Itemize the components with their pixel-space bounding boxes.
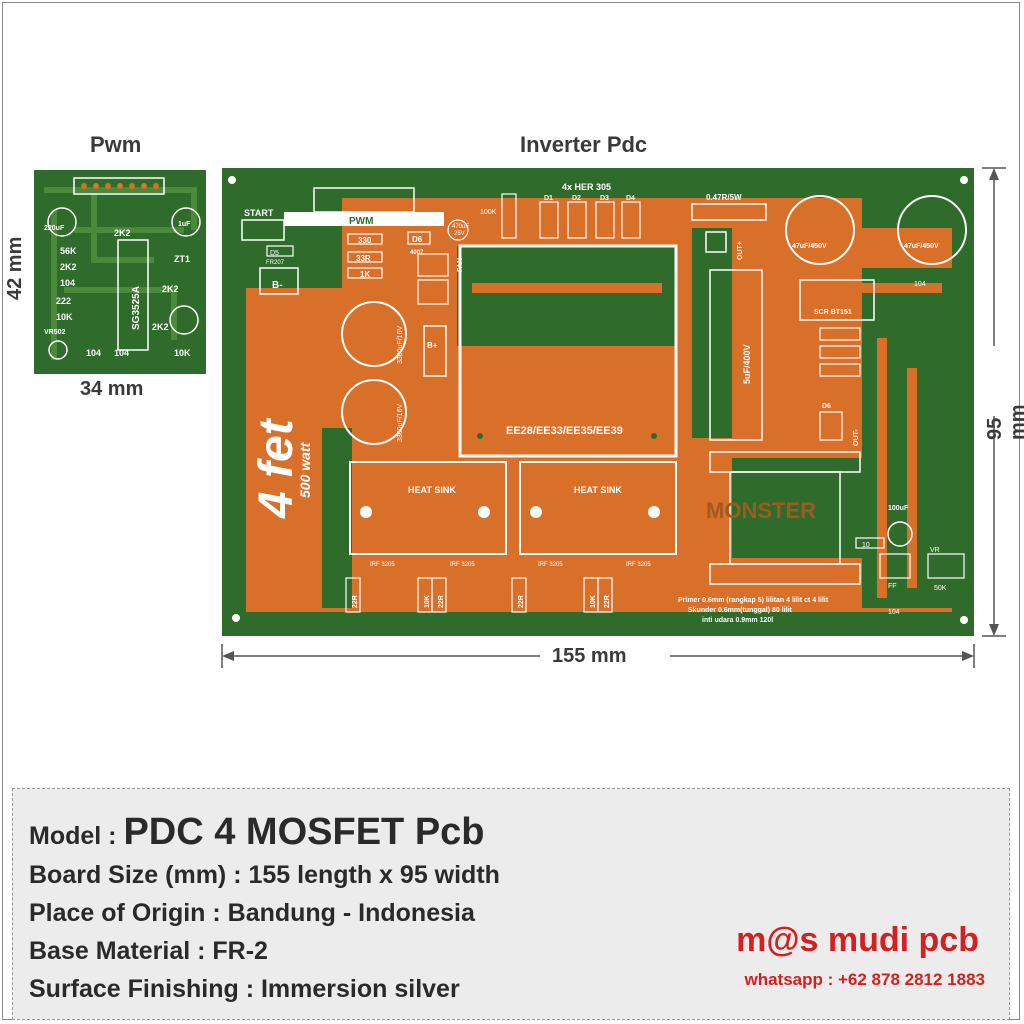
inverter-width-label: 155 mm <box>552 645 627 667</box>
inv-out-plus: OUT+ <box>737 241 744 260</box>
inv-heat2: HEAT SINK <box>574 485 622 495</box>
pwm-silk-6: 10K <box>56 312 73 322</box>
inv-monster: MONSTER <box>706 498 816 523</box>
inv-vr: VR <box>930 547 940 554</box>
inv-r10a: 10K <box>424 595 431 608</box>
pwm-silk-0: 2K2 <box>114 228 131 238</box>
inverter-title: Inverter Pdc <box>520 132 648 157</box>
brand-logo: m@s mudi pcb <box>736 921 979 959</box>
inv-cap100: 100uF <box>888 505 909 512</box>
model-value: PDC 4 MOSFET Pcb <box>123 811 485 853</box>
pwm-silk-12: 104 <box>86 348 101 358</box>
inv-r1k: 1K <box>360 270 370 279</box>
model-row: Model : PDC 4 MOSFET Pcb <box>29 811 485 854</box>
inv-r104b: 104 <box>888 609 900 616</box>
inv-irf3: IRF 3205 <box>538 562 563 568</box>
inv-r22a: 22R <box>352 595 359 608</box>
inv-r50k: 50K <box>934 585 947 592</box>
inv-fr207: FR207 <box>266 260 285 266</box>
inv-cap3300a: 3300uF/16V <box>397 326 404 364</box>
inv-r22c: 22R <box>518 595 525 608</box>
pwm-silk-8: SG3525A <box>131 286 142 330</box>
inv-irf2: IRF 3205 <box>450 562 475 568</box>
pwm-height-label: 42 mm <box>4 236 26 300</box>
inv-r33r: 33R <box>356 254 371 263</box>
inv-b-plus: B+ <box>427 341 438 350</box>
pwm-silk-11: 1uF <box>178 221 191 228</box>
pwm-silk-9: 2K2 <box>162 284 179 294</box>
inv-note1: Primer 0.6mm (rangkap 5) lilitan 4 lilit… <box>678 597 829 604</box>
inv-pwm: PWM <box>349 216 373 227</box>
pwm-silk-3: 2K2 <box>60 262 77 272</box>
whatsapp-contact: whatsapp : +62 878 2812 1883 <box>744 970 985 989</box>
height-dimension-arrow <box>982 167 1006 637</box>
pwm-silk-2: 56K <box>60 246 77 256</box>
inv-irf1: IRF 3205 <box>370 562 395 568</box>
inv-cap47b: 47uF/450V <box>904 243 939 250</box>
inv-heat1: HEAT SINK <box>408 485 456 495</box>
model-label: Model : <box>29 822 117 850</box>
inv-ff: FF <box>888 583 897 590</box>
inv-r22d: 22R <box>604 595 611 608</box>
inv-scr: SCR BT151 <box>814 309 852 316</box>
inv-r22b: 22R <box>438 595 445 608</box>
inv-out-minus: OUT- <box>853 429 860 446</box>
inv-d2: D2 <box>572 195 581 202</box>
inv-transformer: EE28/EE33/EE35/EE39 <box>506 425 623 437</box>
pwm-silk-4: 104 <box>60 278 75 288</box>
pwm-silk-7: VR502 <box>44 329 66 336</box>
inv-r10: 10 <box>862 542 870 549</box>
inv-watt: 500 watt <box>297 441 313 498</box>
inv-4fet: 4 fet <box>250 417 303 519</box>
inv-her: 4x HER 305 <box>562 182 611 192</box>
inv-start: START <box>244 208 274 218</box>
inv-irf4: IRF 3205 <box>626 562 651 568</box>
pwm-title: Pwm <box>90 132 142 157</box>
material-row: Base Material : FR-2 <box>29 937 268 965</box>
inv-4007: 4007 <box>410 250 424 256</box>
board-size-row: Board Size (mm) : 155 length x 95 width <box>29 861 500 889</box>
inverter-height-label: 95 mm <box>984 404 1024 440</box>
origin-row: Place of Origin : Bandung - Indonesia <box>29 899 475 927</box>
inv-d5: D5 <box>270 250 279 257</box>
inv-cap5uf: 5uF/400V <box>742 344 752 384</box>
width-dimension-arrow <box>221 644 975 668</box>
inv-d1: D1 <box>544 195 553 202</box>
inv-d3: D3 <box>600 195 609 202</box>
inv-cap47a: 47uF/450V <box>792 243 827 250</box>
inv-cap470: 470uF <box>452 224 469 230</box>
pwm-silk-10: 2K2 <box>152 322 169 332</box>
inv-r104: 104 <box>914 281 926 288</box>
pwm-silk-1: 220uF <box>44 225 65 232</box>
pwm-silk-13: 104 <box>114 348 129 358</box>
inv-cap3300b: 3300uF/16V <box>397 404 404 442</box>
inverter-board: START D5 FR207 B- PWM 330 33R 1K D6 4007… <box>222 168 974 636</box>
inv-d6b: D6 <box>822 403 831 410</box>
inv-note2: Skunder 0.6mm(tunggal) 80 lilit <box>688 607 793 614</box>
inv-d4: D4 <box>626 195 635 202</box>
inv-b-minus: B- <box>272 280 283 291</box>
pwm-width-label: 34 mm <box>80 378 144 400</box>
finishing-row: Surface Finishing : Immersion silver <box>29 975 460 1003</box>
inv-r100k: 100K <box>480 209 497 216</box>
info-panel: Model : PDC 4 MOSFET Pcb Board Size (mm)… <box>12 788 1010 1020</box>
inv-cap25: 25V <box>454 231 465 237</box>
inv-r330a: 330 <box>358 236 372 245</box>
inv-note3: inti udara 0.9mm 120l <box>702 617 773 624</box>
inv-res047: 0.47R/5W <box>706 193 742 202</box>
inv-d6: D6 <box>412 235 423 244</box>
pwm-silk-5: 222 <box>56 296 71 306</box>
pwm-silk-15: ZT1 <box>174 254 190 264</box>
inv-r10b: 10K <box>590 595 597 608</box>
pwm-silk-14: 10K <box>174 348 191 358</box>
pwm-board: 2K2 220uF 56K 2K2 104 222 10K VR502 SG35… <box>34 170 206 374</box>
